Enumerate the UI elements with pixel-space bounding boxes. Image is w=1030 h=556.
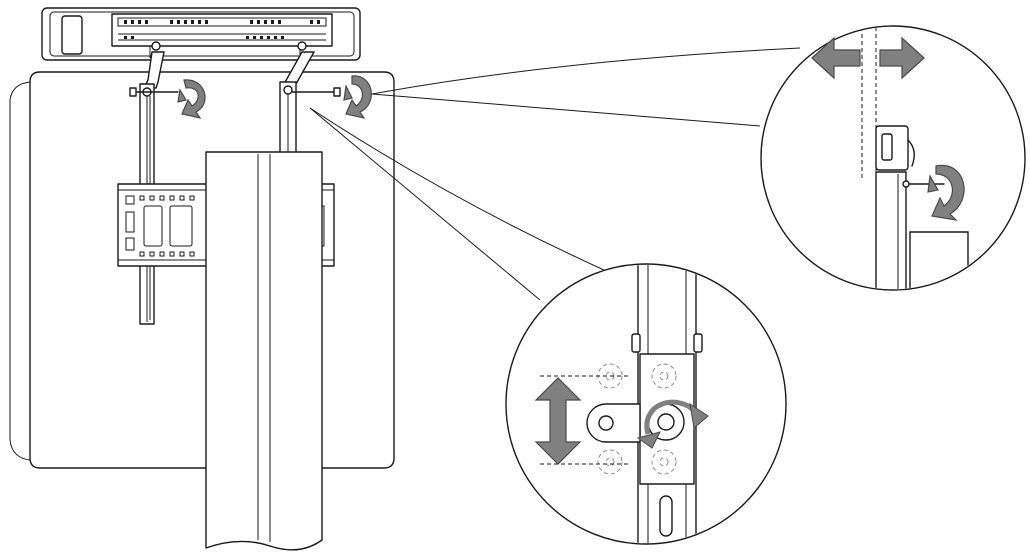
- stand-column: [205, 151, 323, 551]
- soundbar-vents: [124, 20, 320, 39]
- detail-callout-bottom: [505, 263, 787, 545]
- tv-panel: [9, 71, 395, 469]
- rotate-arrow-icon: [177, 79, 206, 119]
- soundbar: [41, 7, 361, 61]
- double-vertical-arrow-icon: [534, 377, 582, 465]
- rotate-arrow-icon: [343, 75, 372, 119]
- double-horizontal-arrow-icon: [811, 36, 925, 80]
- callout-leaders: [309, 47, 801, 301]
- curved-pivot-arrow-icon: [636, 399, 709, 449]
- detail-callout-top: [760, 25, 1026, 291]
- rotate-arrow-icon: [927, 164, 965, 221]
